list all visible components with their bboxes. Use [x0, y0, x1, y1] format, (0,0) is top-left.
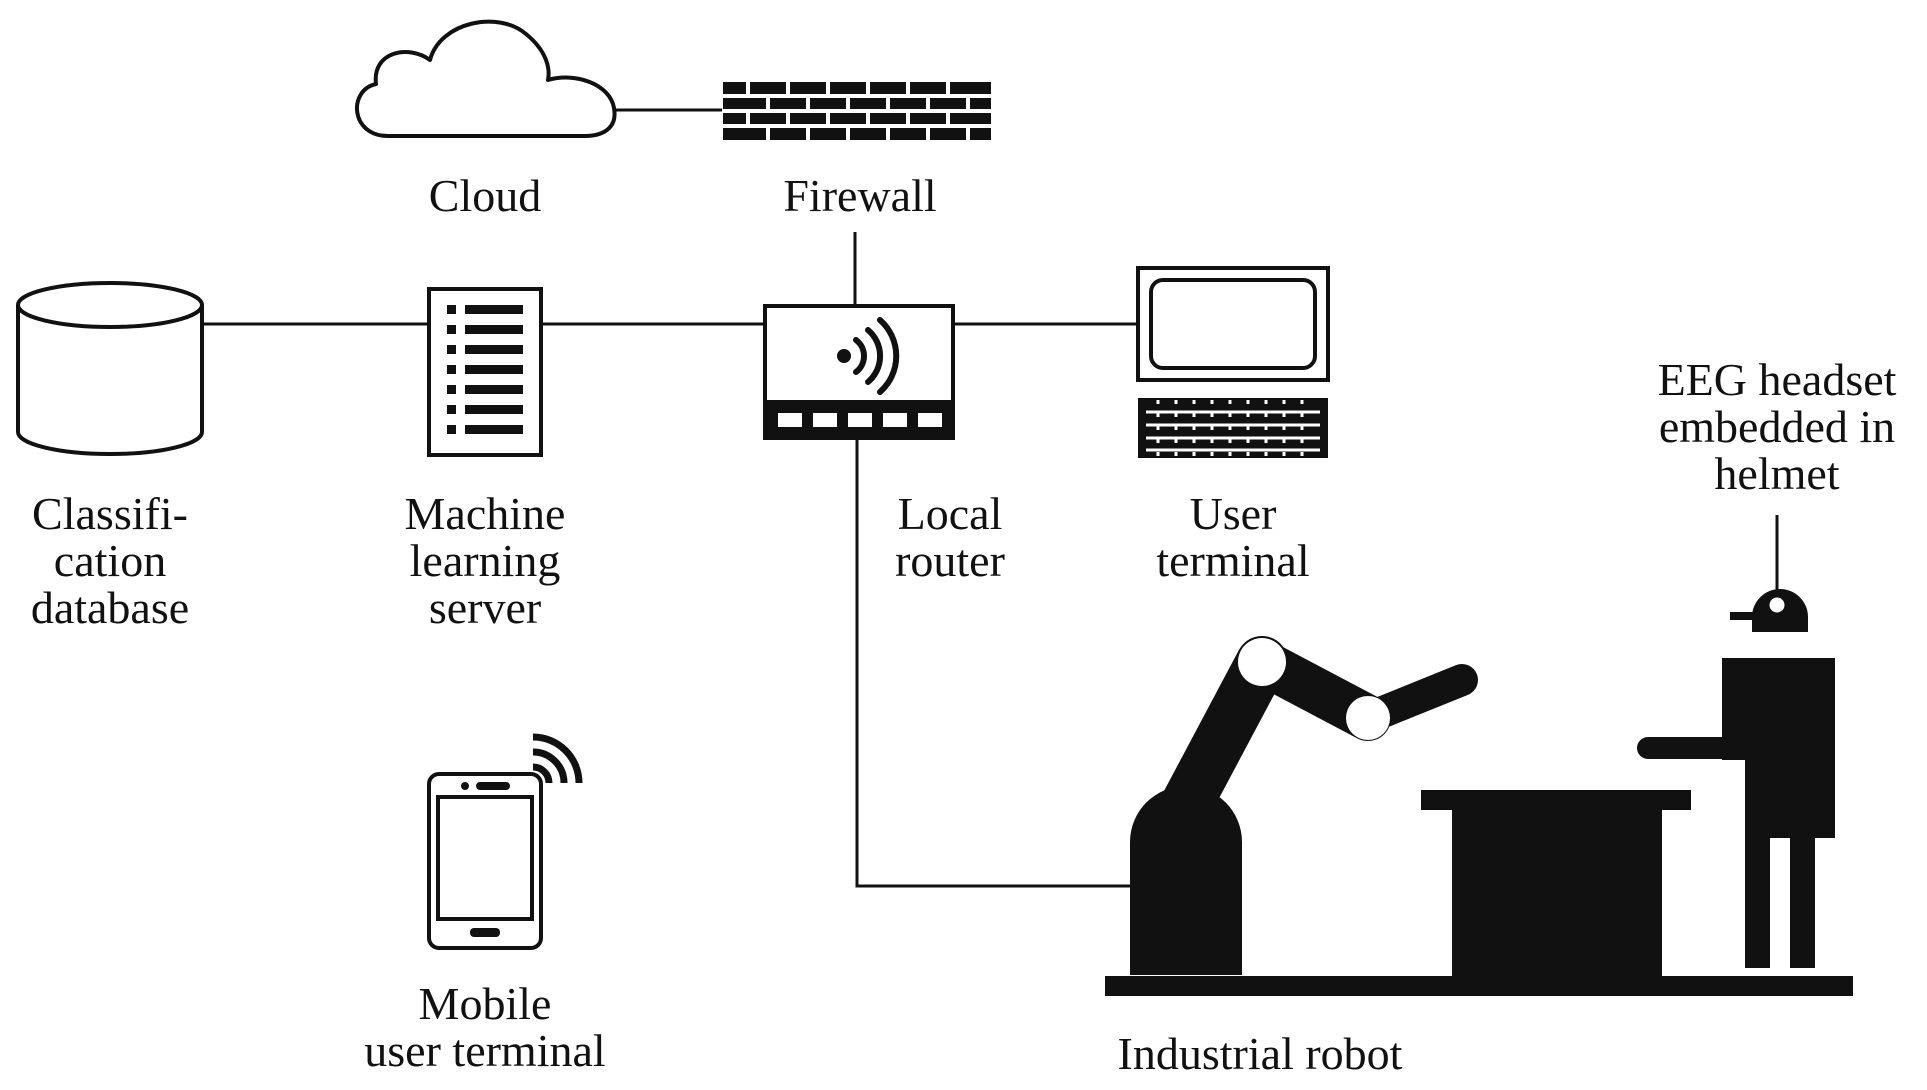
label-line: User: [1189, 488, 1277, 539]
cloud-icon: [354, 19, 617, 138]
firewall-icon: [723, 82, 991, 140]
router-icon: [763, 304, 955, 440]
label-line: database: [30, 582, 190, 633]
label-line: helmet: [1714, 448, 1840, 499]
label-line: Local: [897, 488, 1003, 539]
link-router-robot: [855, 438, 1130, 888]
ml-server-label: Machine learning server: [380, 490, 590, 631]
label-line: Mobile: [418, 978, 552, 1029]
server-icon: [427, 287, 543, 457]
cloud-label: Cloud: [428, 170, 542, 221]
user-terminal-label: User terminal: [1128, 490, 1338, 584]
label-line: user terminal: [364, 1025, 606, 1076]
label-line: Machine: [404, 488, 566, 539]
floor-line: [1105, 976, 1853, 996]
label-line: cation: [53, 535, 167, 586]
label-line: router: [895, 535, 1005, 586]
helmet-headset-icon: [1637, 515, 1835, 968]
label-line: server: [428, 582, 542, 633]
label-line: EEG headset: [1657, 354, 1897, 405]
label-line: embedded in: [1658, 401, 1896, 452]
classification-database-label: Classifi- cation database: [10, 490, 210, 631]
local-router-label: Local router: [875, 490, 1025, 584]
connections: [203, 108, 1138, 888]
label-line: learning: [409, 535, 561, 586]
label-line: terminal: [1156, 535, 1310, 586]
industrial-robot-label: Industrial robot: [1117, 1028, 1403, 1079]
work-table-icon: [1421, 790, 1691, 976]
smartphone-icon: [427, 733, 583, 950]
database-icon: [16, 281, 204, 456]
robot-arm-icon: [1130, 636, 1478, 975]
firewall-label: Firewall: [783, 170, 937, 221]
mobile-terminal-label: Mobile user terminal: [320, 980, 650, 1074]
computer-icon: [1136, 266, 1330, 458]
label-line: Classifi-: [32, 488, 188, 539]
eeg-headset-label: EEG headset embedded in helmet: [1627, 356, 1927, 497]
